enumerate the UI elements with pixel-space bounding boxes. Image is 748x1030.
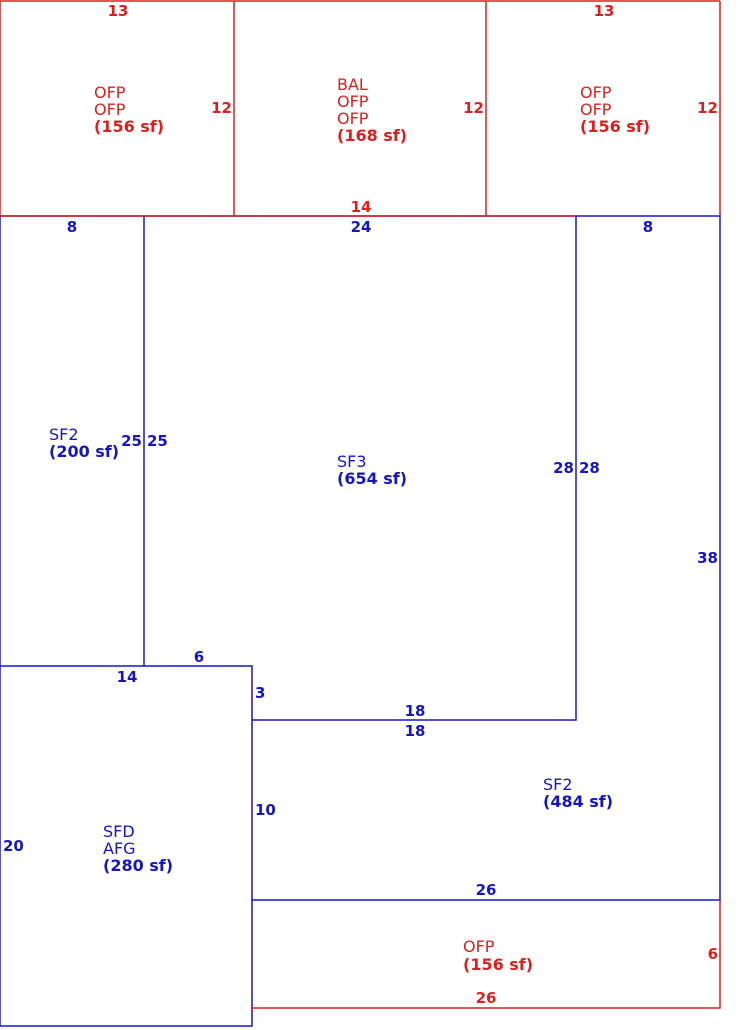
ofp-left-line-1: OFP [94, 83, 126, 102]
bal-center-label: BAL OFP OFP (168 sf) [337, 75, 407, 145]
sf2-left-line-2: (200 sf) [49, 442, 119, 461]
ofp-right-line-1: OFP [580, 83, 612, 102]
dim-ofp-right-top: 13 [594, 2, 615, 20]
dim-ofp-left-right: 12 [211, 99, 232, 117]
dim-sf2-right-bottom-inner: 18 [405, 722, 426, 740]
bal-center-line-4: (168 sf) [337, 126, 407, 145]
dim-sf2-left-right: 25 [121, 432, 142, 450]
ofp-bottom-line-2: (156 sf) [463, 955, 533, 974]
dim-sf3-right-in: 28 [553, 459, 574, 477]
porch-outlines [0, 0, 721, 1009]
dim-ofp-left-top: 13 [108, 2, 129, 20]
bal-center-line-2: OFP [337, 92, 369, 111]
ofp-bottom-line-1: OFP [463, 937, 495, 956]
dim-sfd-top: 14 [117, 668, 138, 686]
living-dimension-labels: 8 25 25 24 28 28 8 38 6 14 3 18 18 10 20… [3, 218, 718, 899]
dim-sf2-right-bottom: 26 [476, 881, 497, 899]
area-labels: OFP OFP (156 sf) BAL OFP OFP (168 sf) OF… [49, 75, 650, 974]
porch-dimension-labels: 13 12 12 14 13 12 6 26 [108, 2, 718, 1007]
dim-sf3-step-top: 6 [194, 648, 204, 666]
sf2-left-label: SF2 (200 sf) [49, 425, 119, 461]
sf2-right-line-1: SF2 [543, 775, 573, 794]
ofp-left-line-2: OFP [94, 100, 126, 119]
sf3-center-line-2: (654 sf) [337, 469, 407, 488]
sf2-left-line-1: SF2 [49, 425, 79, 444]
dim-sf2-left-top: 8 [67, 218, 77, 236]
sfd-garage-line-1: SFD [103, 822, 135, 841]
sf3-right-step [252, 216, 577, 721]
dim-bal-right: 12 [463, 99, 484, 117]
sfd-garage-label: SFD AFG (280 sf) [103, 822, 173, 875]
ofp-right-line-3: (156 sf) [580, 117, 650, 136]
dim-bal-bottom: 14 [351, 198, 372, 216]
dim-sf3-left: 25 [147, 432, 168, 450]
ofp-left-label: OFP OFP (156 sf) [94, 83, 164, 136]
dim-sf2-right-left: 10 [255, 801, 276, 819]
ofp-left-line-3: (156 sf) [94, 117, 164, 136]
dim-sf3-step-right: 3 [255, 684, 265, 702]
dim-ofp-bottom-right: 6 [708, 945, 718, 963]
bal-center-line-1: BAL [337, 75, 368, 94]
dim-sf2-right-in: 28 [579, 459, 600, 477]
dim-ofp-right-right: 12 [697, 99, 718, 117]
dim-sf3-bottom: 18 [405, 702, 426, 720]
ofp-bottom-label: OFP (156 sf) [463, 937, 533, 974]
dim-sf2-right-top: 8 [643, 218, 653, 236]
dim-sfd-left: 20 [3, 837, 24, 855]
sf2-right-line-2: (484 sf) [543, 792, 613, 811]
bottom-porch-outline [252, 900, 721, 1009]
sf2-right-label: SF2 (484 sf) [543, 775, 613, 811]
bal-center-line-3: OFP [337, 109, 369, 128]
ofp-right-line-2: OFP [580, 100, 612, 119]
sf3-center-label: SF3 (654 sf) [337, 452, 407, 488]
sfd-garage-line-3: (280 sf) [103, 856, 173, 875]
garage-outline [0, 665, 253, 900]
sfd-garage-line-2: AFG [103, 839, 136, 858]
dim-ofp-bottom-bottom: 26 [476, 989, 497, 1007]
ofp-right-label: OFP OFP (156 sf) [580, 83, 650, 136]
dim-sf2-right-right: 38 [697, 549, 718, 567]
sf3-center-line-1: SF3 [337, 452, 367, 471]
dim-sf3-top: 24 [351, 218, 372, 236]
